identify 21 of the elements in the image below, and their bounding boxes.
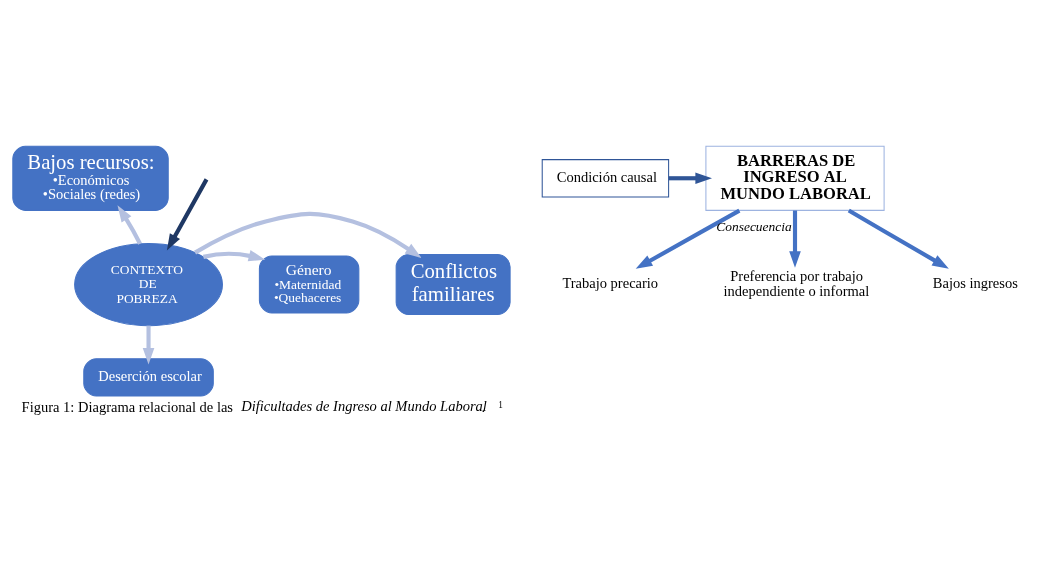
node-box: Deserción escolar	[83, 358, 214, 397]
arrow	[668, 172, 712, 185]
node-box: Bajos recursos: •Económicos •Sociales (redes)	[12, 145, 169, 211]
arrow	[635, 208, 741, 269]
node-box: Género •Maternidad •Quehaceres	[258, 255, 360, 314]
arrow	[166, 178, 209, 251]
node-text: Bajos ingresos	[932, 275, 1018, 292]
caption: Figura 1: Diagrama relacional de las Dificultades de Ingreso al Mundo Laboral. 1	[21, 398, 503, 416]
node-box: BARRERAS DE INGRESO AL MUNDO LABORAL	[705, 145, 885, 211]
node-box: Condición causal	[541, 159, 670, 198]
node-text: Preferencia por trabajo independiente o informal	[723, 267, 870, 300]
arrow	[142, 325, 155, 365]
arrow	[789, 210, 801, 268]
arrow	[203, 250, 266, 262]
node-ellipse: CONTEXTO DE POBREZA	[74, 242, 223, 327]
node-text: Trabajo precario	[562, 275, 659, 292]
arrow	[193, 211, 422, 259]
edge-label: Consecuencia	[716, 219, 792, 235]
arrow	[117, 205, 142, 245]
node-box: Conflictos familiares	[395, 254, 511, 316]
arrow	[847, 208, 949, 269]
